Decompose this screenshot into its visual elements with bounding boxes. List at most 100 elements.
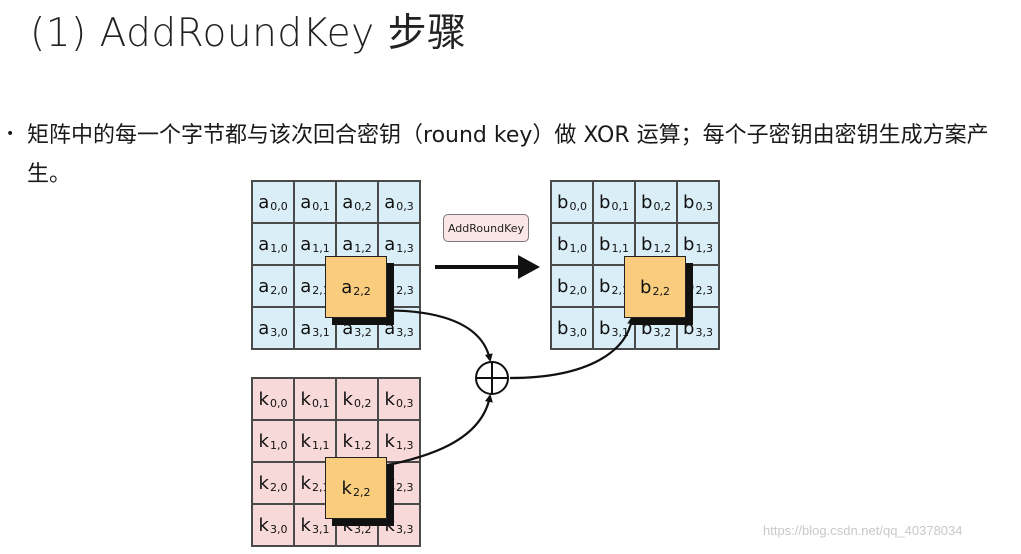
cell-subscript: 0,2 bbox=[354, 199, 372, 213]
cell-subscript: 1,2 bbox=[653, 241, 671, 255]
highlight-letter: k bbox=[341, 477, 352, 499]
cell-subscript: 3,1 bbox=[611, 325, 629, 339]
cell-subscript: 0,1 bbox=[312, 199, 330, 213]
cell-letter: k bbox=[258, 430, 269, 452]
cell-subscript: 1,0 bbox=[269, 438, 288, 452]
cell-letter: a bbox=[342, 317, 354, 339]
connector-a-to-xor bbox=[371, 309, 493, 362]
cell-subscript: 1,0 bbox=[569, 241, 587, 255]
cell-letter: a bbox=[258, 275, 270, 297]
cell-letter: b bbox=[641, 233, 653, 255]
cell-subscript: 1,3 bbox=[396, 241, 414, 255]
cell-subscript: 0,2 bbox=[653, 199, 671, 213]
cell-letter: k bbox=[342, 514, 353, 536]
cell-subscript: 1,1 bbox=[311, 438, 330, 452]
cell-subscript: 2,3 bbox=[695, 283, 713, 297]
cell-subscript: 0,3 bbox=[396, 199, 414, 213]
cell-subscript: 0,1 bbox=[311, 396, 330, 410]
cell-letter: a bbox=[300, 191, 312, 213]
cell-letter: b bbox=[683, 275, 695, 297]
cell-subscript: 2,3 bbox=[395, 480, 414, 494]
cell-letter: k bbox=[258, 388, 269, 410]
cell-letter: b bbox=[599, 233, 611, 255]
cell-letter: k bbox=[342, 430, 353, 452]
cell-subscript: 3,1 bbox=[311, 522, 330, 536]
cell-letter: a bbox=[258, 191, 270, 213]
cell-letter: k bbox=[300, 514, 311, 536]
cell-letter: a bbox=[384, 191, 396, 213]
highlight-letter: b bbox=[640, 276, 652, 298]
cell-letter: b bbox=[557, 233, 569, 255]
xor-icon bbox=[475, 361, 509, 395]
cell-subscript: 0,0 bbox=[569, 199, 587, 213]
cell-letter: k bbox=[342, 388, 353, 410]
cell-letter: k bbox=[258, 514, 269, 536]
cell-letter: b bbox=[557, 317, 569, 339]
cell-subscript: 0,2 bbox=[353, 396, 372, 410]
cell-subscript: 2,3 bbox=[396, 283, 414, 297]
highlight-subscript: 2,2 bbox=[353, 284, 371, 298]
cell-letter: a bbox=[342, 191, 354, 213]
highlight-letter: a bbox=[341, 276, 353, 298]
cell-letter: b bbox=[641, 191, 653, 213]
cell-subscript: 3,3 bbox=[396, 325, 414, 339]
bullet-dot-icon: • bbox=[6, 126, 15, 142]
cell-letter: a bbox=[300, 233, 312, 255]
cell-letter: a bbox=[258, 317, 270, 339]
cell-letter: k bbox=[300, 430, 311, 452]
cell-letter: k bbox=[300, 388, 311, 410]
cell-letter: a bbox=[300, 275, 312, 297]
cell-subscript: 0,0 bbox=[269, 396, 288, 410]
connector-xor-to-b bbox=[509, 316, 636, 380]
cell-subscript: 3,0 bbox=[270, 325, 288, 339]
cell-letter: a bbox=[384, 233, 396, 255]
cell-subscript: 0,3 bbox=[695, 199, 713, 213]
cell-subscript: 1,0 bbox=[270, 241, 288, 255]
cell-subscript: 1,3 bbox=[695, 241, 713, 255]
cell-subscript: 2,0 bbox=[569, 283, 587, 297]
page-title: (1) AddRoundKey 步骤 bbox=[30, 11, 467, 56]
cell-subscript: 3,2 bbox=[354, 325, 372, 339]
cell-letter: k bbox=[258, 472, 269, 494]
transform-arrow bbox=[435, 255, 540, 279]
addroundkey-label-box: AddRoundKey bbox=[443, 214, 529, 242]
cell-letter: a bbox=[258, 233, 270, 255]
cell-letter: a bbox=[342, 233, 354, 255]
cell-subscript: 0,1 bbox=[611, 199, 629, 213]
cell-letter: a bbox=[384, 275, 396, 297]
highlight-subscript: 2,2 bbox=[352, 485, 371, 499]
cell-letter: b bbox=[683, 191, 695, 213]
connector-k-to-xor bbox=[371, 394, 493, 470]
cell-letter: k bbox=[384, 430, 395, 452]
cell-subscript: 3,2 bbox=[653, 325, 671, 339]
cell-letter: b bbox=[557, 275, 569, 297]
cell-letter: b bbox=[557, 191, 569, 213]
